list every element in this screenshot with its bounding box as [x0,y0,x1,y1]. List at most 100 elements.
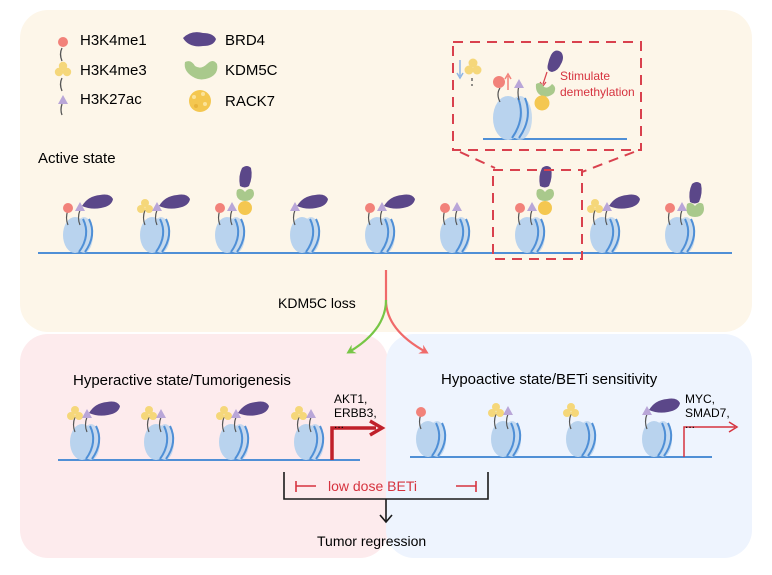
h3k27ac-mark-icon [231,409,241,418]
histone-tail [568,413,572,430]
active-nucleosome-row [63,166,704,253]
histone-tail [308,416,312,433]
dna-wrap [234,425,244,460]
brd4-protein-icon [82,194,113,209]
h3k27ac-mark-icon [527,202,537,211]
inset-h3k4me3-removed-icon [456,58,482,86]
kdm5c-protein-icon [236,188,254,201]
dna-wrap [581,422,591,457]
hyperactive-gene-more: ... [334,417,344,431]
histone-core [590,217,614,253]
beti-inhibit-right-icon [456,481,477,492]
dna-wrap [240,425,250,460]
legend-rack7-icon [189,90,211,112]
histone-core [70,424,94,460]
histone-core [665,217,689,253]
histone-core [491,421,515,457]
histone-core [63,217,87,253]
active-state-title: Active state [38,150,116,167]
low-dose-beti-label: low dose BETi [328,478,417,494]
nucleosome [440,202,471,253]
brd4-protein-icon [649,398,680,413]
dna-wrap [315,425,325,460]
h3k4me3-mark-icon [137,199,153,213]
kdm5c-protein-icon [686,202,704,217]
histone-tail [592,209,596,226]
inset-zoom-box: Stimulate demethylation [452,41,642,173]
inset-up-arrow-icon [504,72,512,90]
dna-wrap [380,218,390,253]
histone-core [642,421,666,457]
brd4-protein-icon [89,401,120,416]
legend-brd4-label: BRD4 [225,32,265,49]
tumor-regression-label: Tumor regression [317,533,426,549]
h3k27ac-mark-icon [377,202,387,211]
kdm5c-protein-icon [536,188,554,201]
dna-wrap [461,218,471,253]
h3k27ac-mark-icon [306,409,316,418]
histone-core [515,217,539,253]
h3k27ac-mark-icon [156,409,166,418]
brd4-protein-icon [609,194,640,209]
legend-kdm5c-icon [184,61,218,80]
hyperactive-gene-akt1: AKT1, [334,392,367,406]
dna-wrap [78,218,88,253]
dna-wrap [657,422,667,457]
histone-tail [644,413,648,430]
histone-tail [146,416,150,433]
dna-wrap [680,218,690,253]
rack7-protein-icon [238,201,252,215]
h3k27ac-mark-icon [503,406,513,415]
hypoactive-gene-more: ... [685,417,695,431]
hyperactive-title: Hyperactive state/Tumorigenesis [73,372,291,389]
histone-tail [379,209,383,226]
h3k27ac-mark-icon [227,202,237,211]
h3k4me1-mark-icon [215,203,225,213]
dna-wrap [536,218,546,253]
brd4-protein-icon [297,194,328,209]
dna-wrap [587,422,597,457]
dna-wrap [386,218,396,253]
h3k27ac-mark-icon [152,202,162,211]
legend-h3k4me3-label: H3K4me3 [80,62,147,79]
beti-bracket [283,472,489,524]
dna-wrap [161,218,171,253]
nucleosome [67,401,120,460]
h3k4me3-mark-icon [141,406,157,420]
kdm5c-loss-label: KDM5C loss [278,295,356,311]
nucleosome [515,166,554,253]
hyperactive-nucleosome-row [67,401,325,460]
brd4-protein-icon [159,194,190,209]
dna-wrap [311,218,321,253]
h3k27ac-mark-icon [290,202,300,211]
legend-h3k4me3-icon [54,61,72,92]
inset-nucleosome [493,76,532,140]
dna-wrap [159,425,169,460]
dna-wrap [309,425,319,460]
nucleosome [642,398,680,457]
brd4-protein-icon [384,194,415,209]
brd4-protein-icon [539,166,552,188]
hypoactive-gene-myc: MYC, [685,392,715,406]
hypoactive-transcription-arrow [683,421,739,457]
h3k27ac-mark-icon [82,409,92,418]
histone-tail [679,209,683,226]
dna-wrap [155,218,165,253]
dna-wrap [512,422,522,457]
nucleosome [365,194,415,253]
h3k27ac-mark-icon [677,202,687,211]
legend-h3k4me1-icon [58,37,68,62]
brd4-protein-icon [689,182,702,204]
nucleosome [137,194,190,253]
h3k4me3-mark-icon [291,406,307,420]
nucleosome [63,194,113,253]
h3k4me1-mark-icon [365,203,375,213]
h3k27ac-mark-icon [75,202,85,211]
nucleosome [215,166,254,253]
histone-core [215,217,239,253]
nucleosome [290,194,328,253]
legend-h3k27ac-label: H3K27ac [80,91,142,108]
histone-tail [72,416,76,433]
h3k4me3-mark-icon [563,403,579,417]
histone-tail [154,209,158,226]
